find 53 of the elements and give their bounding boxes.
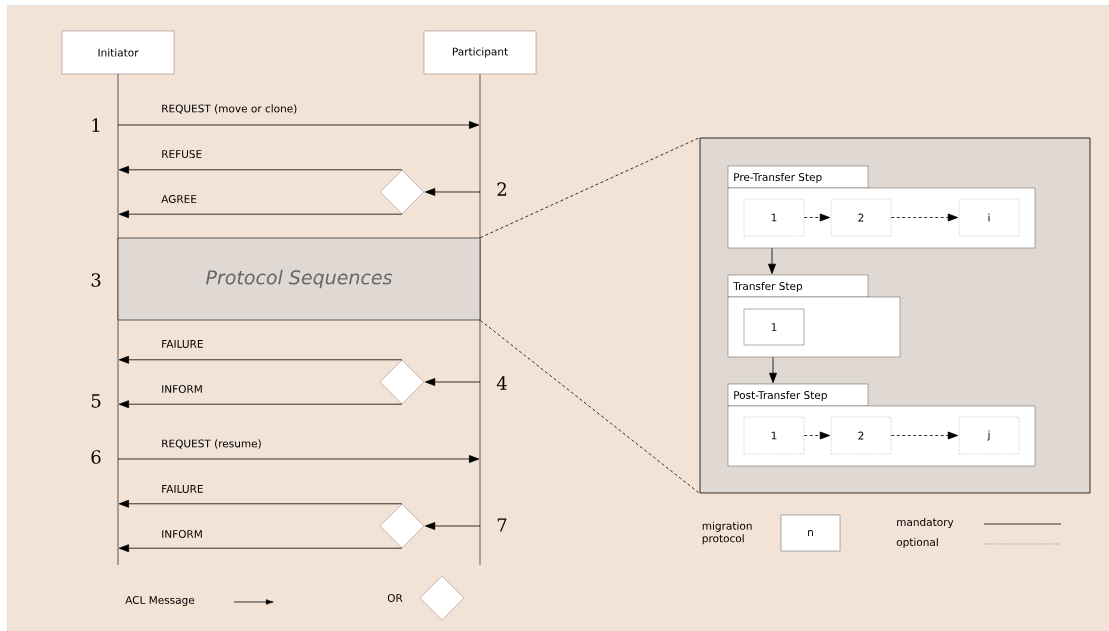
legend-text: migration protocol (702, 521, 752, 545)
legend-text: OR (387, 594, 403, 602)
node-label: Pre-Transfer Step (734, 172, 822, 184)
step-number: 3 (91, 273, 101, 287)
message-label: INFORM (162, 530, 202, 538)
message-label: FAILURE (162, 485, 203, 493)
participant-box: Participant (423, 30, 537, 75)
arrow (118, 400, 403, 409)
legend-text: optional (896, 537, 938, 549)
step-item: 2 (830, 198, 892, 237)
step-number: 4 (496, 376, 507, 390)
message-label: INFORM (162, 385, 202, 393)
step-number: 2 (497, 182, 506, 196)
protocol-box: Protocol Sequences (117, 237, 481, 321)
arrow (425, 188, 481, 196)
node-label: Post-Transfer Step (734, 390, 827, 402)
arrow (118, 355, 403, 364)
arrow (803, 431, 831, 440)
participant-box: Initiator (61, 30, 175, 75)
arrow (117, 121, 480, 129)
legend-text: ACL Message (125, 596, 195, 606)
arrow (890, 213, 959, 222)
message-label: REQUEST (resume) (162, 439, 261, 449)
arrow (118, 544, 403, 553)
step-item: 1 (743, 198, 805, 237)
arrow (425, 378, 481, 386)
arrow (769, 356, 777, 383)
step-number: 1 (92, 118, 100, 132)
decision-diamond (379, 359, 425, 405)
step-item: i (958, 198, 1020, 237)
step-item: 1 (743, 308, 805, 346)
arrow (117, 455, 480, 463)
message-label: AGREE (161, 195, 197, 203)
step-number: 6 (91, 450, 101, 464)
arrow (890, 431, 959, 440)
arrow (118, 165, 403, 174)
step-item: 2 (830, 416, 892, 455)
arrow (118, 210, 403, 219)
arrow (118, 499, 403, 508)
decision-diamond (379, 503, 425, 549)
step-item: n (780, 514, 841, 552)
arrow (768, 247, 776, 275)
step-item: 1 (743, 416, 805, 455)
node-label: Transfer Step (733, 281, 803, 293)
message-label: REFUSE (162, 150, 202, 158)
step-number: 7 (497, 518, 507, 532)
message-label: REQUEST (move or clone) (162, 104, 297, 114)
arrow (425, 522, 481, 530)
legend-text: mandatory (897, 517, 954, 529)
message-label: FAILURE (162, 340, 203, 348)
arrow (803, 213, 831, 222)
step-item: j (958, 416, 1020, 455)
decision-diamond (379, 169, 425, 215)
